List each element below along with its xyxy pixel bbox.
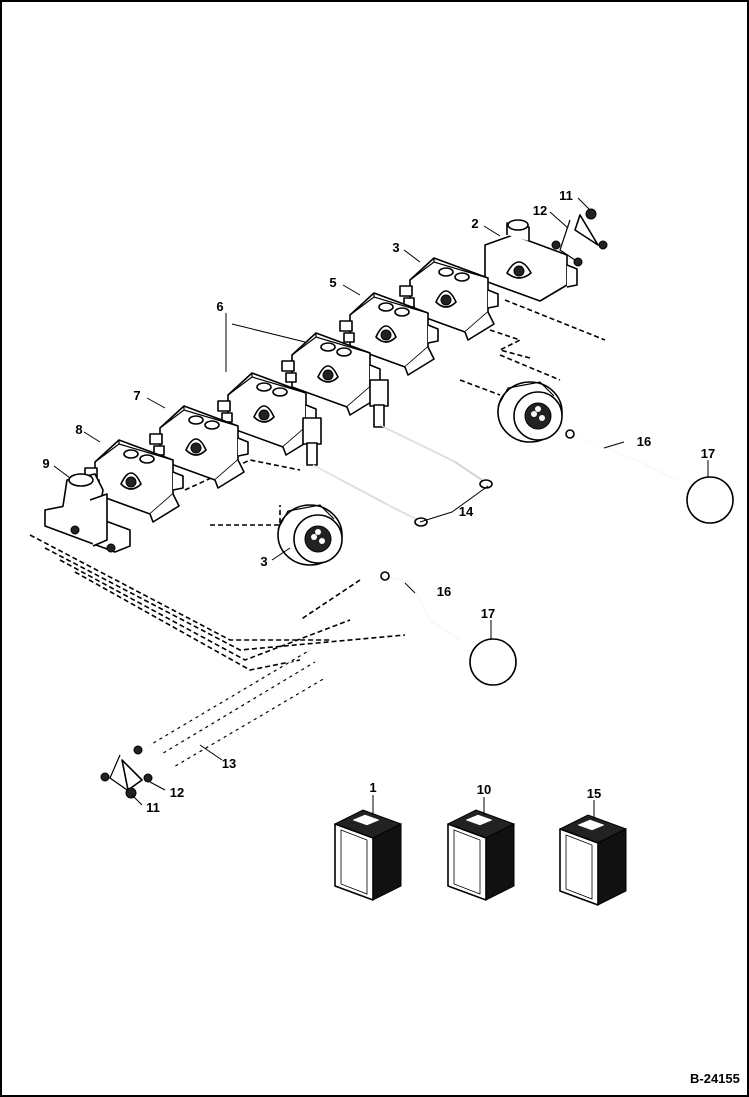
part-9-outlet-end: [44, 473, 131, 553]
callout-5: 5: [329, 275, 336, 290]
part-13-tie-rods: [149, 649, 326, 769]
reference-code: B-24155: [690, 1071, 740, 1086]
callout-12-upper: 12: [533, 203, 547, 218]
part-1-kit-box: [334, 809, 402, 901]
part-16-cable: [380, 429, 679, 641]
callout-2: 2: [471, 216, 478, 231]
part-10-kit-box: [447, 809, 515, 901]
callout-15: 15: [587, 786, 601, 801]
callout-16-left: 16: [437, 584, 451, 599]
part-15-kit-box: [559, 814, 627, 906]
part-17-cap-left: [469, 638, 517, 686]
callout-12-lower: 12: [170, 785, 184, 800]
part-3-coil-upper: [497, 381, 563, 443]
callout-17-right: 17: [701, 446, 715, 461]
callout-8: 8: [75, 422, 82, 437]
callout-14: 14: [459, 504, 474, 519]
solenoid-stems: [302, 379, 389, 466]
callout-16-right: 16: [637, 434, 651, 449]
callout-17-left: 17: [481, 606, 495, 621]
part-11-12-upper-linkage: [551, 208, 608, 267]
leader-lines: [53, 197, 709, 820]
callout-6: 6: [216, 299, 223, 314]
callout-7: 7: [133, 388, 140, 403]
part-17-cap-right: [686, 476, 734, 524]
callout-1: 1: [369, 780, 376, 795]
callout-9: 9: [42, 456, 49, 471]
callout-13: 13: [222, 756, 236, 771]
callout-3-lower: 3: [260, 554, 267, 569]
callout-3-upper: 3: [392, 240, 399, 255]
dashed-guides: [29, 299, 606, 671]
part-14-wire-harness: [312, 424, 493, 527]
part-11-12-lower-linkage: [100, 745, 153, 799]
callout-11-upper: 11: [559, 188, 573, 203]
callouts: 11 12 2 3 5 6 7 8 9 3 16 17 14 16 17 13 …: [42, 188, 715, 815]
part-2-inlet-end: [484, 219, 578, 302]
part-3-coil-lower: [277, 504, 343, 566]
callout-11-lower: 11: [146, 800, 160, 815]
callout-10: 10: [477, 782, 491, 797]
